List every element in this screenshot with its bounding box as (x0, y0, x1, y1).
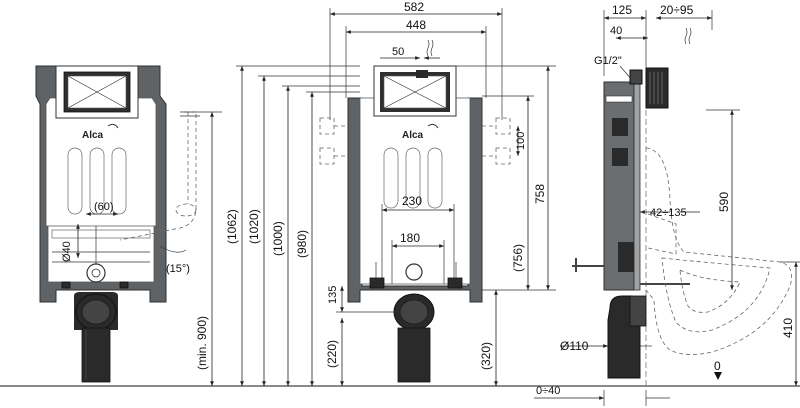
label-1020: (1020) (247, 209, 261, 244)
label-42-135: 42÷135 (650, 207, 687, 219)
label-230: 230 (402, 194, 422, 208)
label-1000: (1000) (271, 221, 285, 256)
label-0-40: 0÷40 (536, 385, 560, 397)
middle-view: 582 448 50 Alca (319, 0, 556, 386)
label-zero: 0 (714, 359, 721, 373)
front-view: Alca (60) Ø40 (15°) (35, 65, 200, 383)
side-view: 125 20÷95 40 G1/2" (534, 3, 800, 406)
label-125: 125 (612, 3, 632, 17)
label-582: 582 (404, 0, 424, 14)
label-100: 100 (515, 132, 527, 150)
side-flush-module (645, 67, 669, 109)
label-220: (220) (325, 340, 339, 368)
label-min900: (min. 900) (195, 316, 209, 370)
label-980: (980) (295, 230, 309, 258)
middle-brand-logo: Alca (402, 130, 424, 141)
label-front-15deg: (15°) (166, 263, 190, 275)
front-height-dims: (min. 900) (1062) (1020) (1000) (980) (195, 65, 360, 386)
label-135: 135 (327, 286, 339, 304)
front-brand-logo: Alca (82, 130, 104, 141)
label-front-phi40: Ø40 (61, 241, 73, 262)
label-front-60: (60) (94, 201, 114, 213)
label-758: 758 (533, 184, 547, 204)
label-phi110: Ø110 (560, 339, 589, 353)
toilet-bowl-outline (645, 147, 793, 355)
label-320: (320) (479, 342, 493, 370)
label-20-95: 20÷95 (660, 3, 694, 17)
label-180: 180 (400, 231, 420, 245)
label-40: 40 (610, 25, 622, 37)
label-50: 50 (392, 46, 404, 58)
label-590: 590 (717, 192, 731, 212)
label-448: 448 (406, 18, 426, 32)
label-756: (756) (511, 244, 525, 272)
label-g12: G1/2" (594, 55, 622, 67)
label-410: 410 (781, 318, 795, 338)
label-1062: (1062) (225, 209, 239, 244)
